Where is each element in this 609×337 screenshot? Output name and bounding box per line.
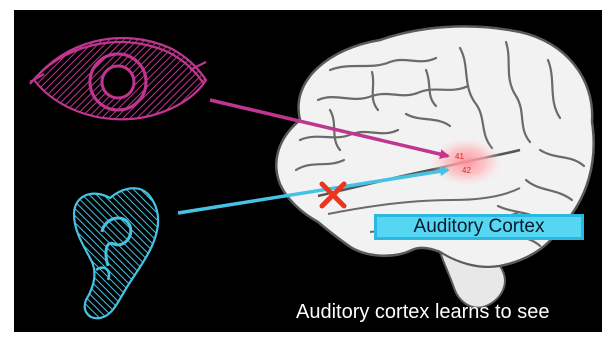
auditory-cortex-highlight xyxy=(430,138,502,186)
auditory-cortex-label: Auditory Cortex xyxy=(414,216,545,238)
area-42-label: 42 xyxy=(462,166,471,175)
auditory-cortex-label-box: Auditory Cortex xyxy=(374,214,584,240)
area-41-label: 41 xyxy=(455,152,464,161)
slide-caption: Auditory cortex learns to see xyxy=(296,301,549,324)
